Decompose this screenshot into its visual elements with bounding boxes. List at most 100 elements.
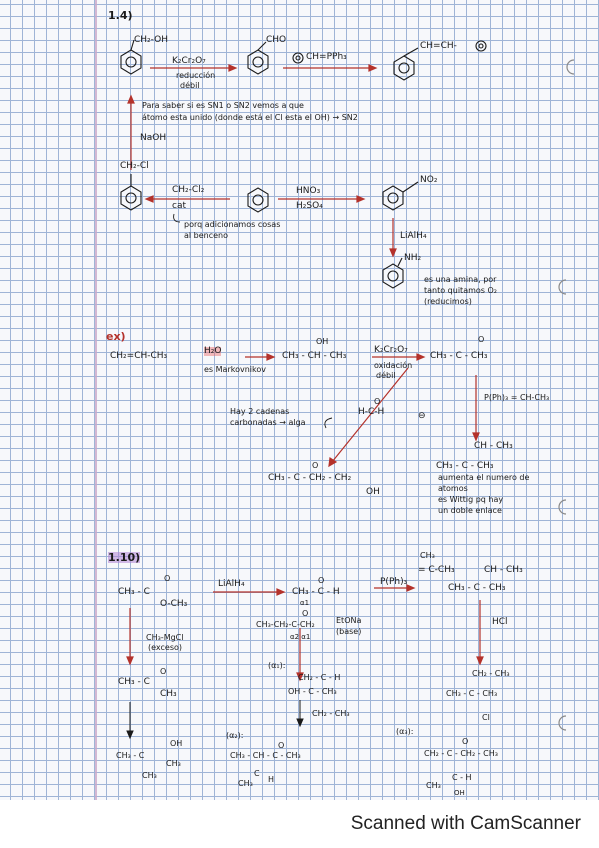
note-hook	[173, 213, 181, 223]
section-number: 1.10)	[108, 551, 141, 564]
charge-symbol: ⊖	[418, 411, 426, 421]
reagent: NaOH	[140, 133, 167, 143]
note: es Wittig pq hay	[438, 495, 504, 504]
note: tanto quitamos O₂	[424, 286, 497, 295]
binder-hole	[558, 279, 567, 295]
example-label: ex)	[106, 330, 126, 343]
binder-hole	[558, 499, 567, 515]
binder-hole	[558, 715, 567, 731]
note: (reducimos)	[424, 297, 472, 306]
reagent: CH₃-MgCl	[146, 633, 184, 642]
chemistry-drawings	[120, 39, 575, 740]
formula: CH₃ - C - CH₃	[436, 461, 494, 471]
benzene-ring	[382, 263, 404, 289]
formula: C	[254, 769, 260, 778]
note: al benceno	[184, 231, 229, 240]
formula: CH₂-OH	[134, 35, 169, 45]
benzene-ring	[247, 187, 269, 213]
formula: O	[318, 576, 325, 585]
formula: CH₃ - C - CH₃	[430, 351, 488, 361]
formula: O	[164, 574, 171, 583]
formula: CH₃	[166, 759, 181, 768]
reagent: LiAlH₄	[400, 231, 427, 241]
reagent: K₂Cr₂O₇	[172, 56, 206, 66]
reagent: HNO₃	[296, 186, 321, 196]
benzene-ring	[247, 49, 269, 75]
grid-paper	[0, 0, 599, 800]
note: es Markovnikov	[204, 365, 266, 374]
reagent: CH=PPh₃	[306, 52, 347, 62]
reagent: (exceso)	[148, 643, 182, 652]
note: aumenta el numero de	[438, 473, 530, 482]
case-label: (α₁):	[268, 661, 286, 670]
formula: CHO	[266, 35, 287, 45]
note: carbonadas → alga	[230, 418, 306, 427]
benzene-ring	[120, 49, 142, 75]
section-number: 1.4)	[108, 9, 133, 22]
benzene-ring	[120, 185, 142, 211]
alpha-mark: α2 α1	[290, 633, 311, 641]
formula: NH₂	[404, 253, 422, 263]
note: Hay 2 cadenas	[230, 407, 290, 416]
binder-hole	[566, 59, 575, 75]
formula: CH₃ - C - CH₃	[446, 689, 498, 698]
reagent: H₂O	[204, 346, 222, 356]
formula: OH	[170, 739, 183, 748]
formula: CH₂ - C - H	[298, 673, 341, 682]
formula: H-C-H	[358, 407, 385, 417]
formula: O	[278, 741, 285, 750]
scanner-watermark: Scanned with CamScanner	[350, 813, 581, 834]
benzene-ring	[393, 55, 415, 81]
formula: CH₃	[420, 551, 435, 560]
formula: CH₂-Cl	[120, 161, 149, 171]
formula: NO₂	[420, 175, 438, 185]
formula: CH₃ - C - H	[292, 587, 340, 597]
curved-arrow	[324, 417, 333, 429]
note: átomo esta unido (donde está el Cl esta …	[142, 113, 358, 122]
formula: O	[312, 461, 319, 470]
benzene-ring	[292, 52, 304, 64]
formula: O	[160, 667, 167, 676]
reagent: EtONa	[336, 616, 362, 625]
benzene-ring	[475, 40, 487, 52]
reagent: HCl	[492, 617, 508, 627]
reagent: cat	[172, 201, 186, 211]
formula: CH₃ - C - CH₃	[448, 583, 506, 593]
formula: CH₃ - CH - C - CH₃	[230, 751, 301, 760]
formula: CH₃ - C	[116, 751, 145, 760]
formula: = C-CH₃	[418, 565, 455, 575]
scanner-footer: Scanned with CamScanner	[0, 800, 599, 848]
formula: OH	[454, 789, 465, 797]
reagent: P(Ph)₃	[380, 577, 408, 587]
condition: débil	[180, 81, 200, 90]
formula: CH₃ - C	[118, 677, 150, 687]
formula: O	[462, 737, 469, 746]
alpha-mark: α1	[300, 599, 310, 607]
reagent: (base)	[336, 627, 362, 636]
formula: CH₂ - CH₃	[472, 669, 510, 678]
reagent: K₂Cr₂O₇	[374, 345, 408, 355]
formula: CH₃	[426, 781, 441, 790]
formula: Cl	[482, 713, 490, 722]
formula: CH₃ - C - CH₂ - CH₂	[268, 473, 352, 483]
formula: OH	[316, 337, 329, 346]
condition: oxidación	[374, 361, 413, 370]
note: un doble enlace	[438, 506, 502, 515]
formula: CH₂ - C - CH₂ - CH₃	[424, 749, 498, 758]
formula: H	[268, 775, 275, 784]
note: es una amina, por	[424, 275, 497, 284]
binder-holes	[558, 59, 575, 731]
formula: CH₃	[142, 771, 157, 780]
formula: CH - CH₃	[484, 565, 523, 575]
note: atomos	[438, 484, 468, 493]
formula: CH₃-CH₂-C-CH₂	[256, 620, 315, 629]
formula: CH₃ - CH - CH₃	[282, 351, 347, 361]
condition: reducción	[176, 71, 216, 80]
formula: C - H	[452, 773, 472, 782]
formula: O	[478, 335, 485, 344]
formula: CH₂ - CH₃	[312, 709, 350, 718]
formula: OH - C - CH₃	[288, 687, 337, 696]
case-label: (α₂):	[226, 731, 244, 740]
reagent: CH₂-Cl₂	[172, 185, 205, 195]
